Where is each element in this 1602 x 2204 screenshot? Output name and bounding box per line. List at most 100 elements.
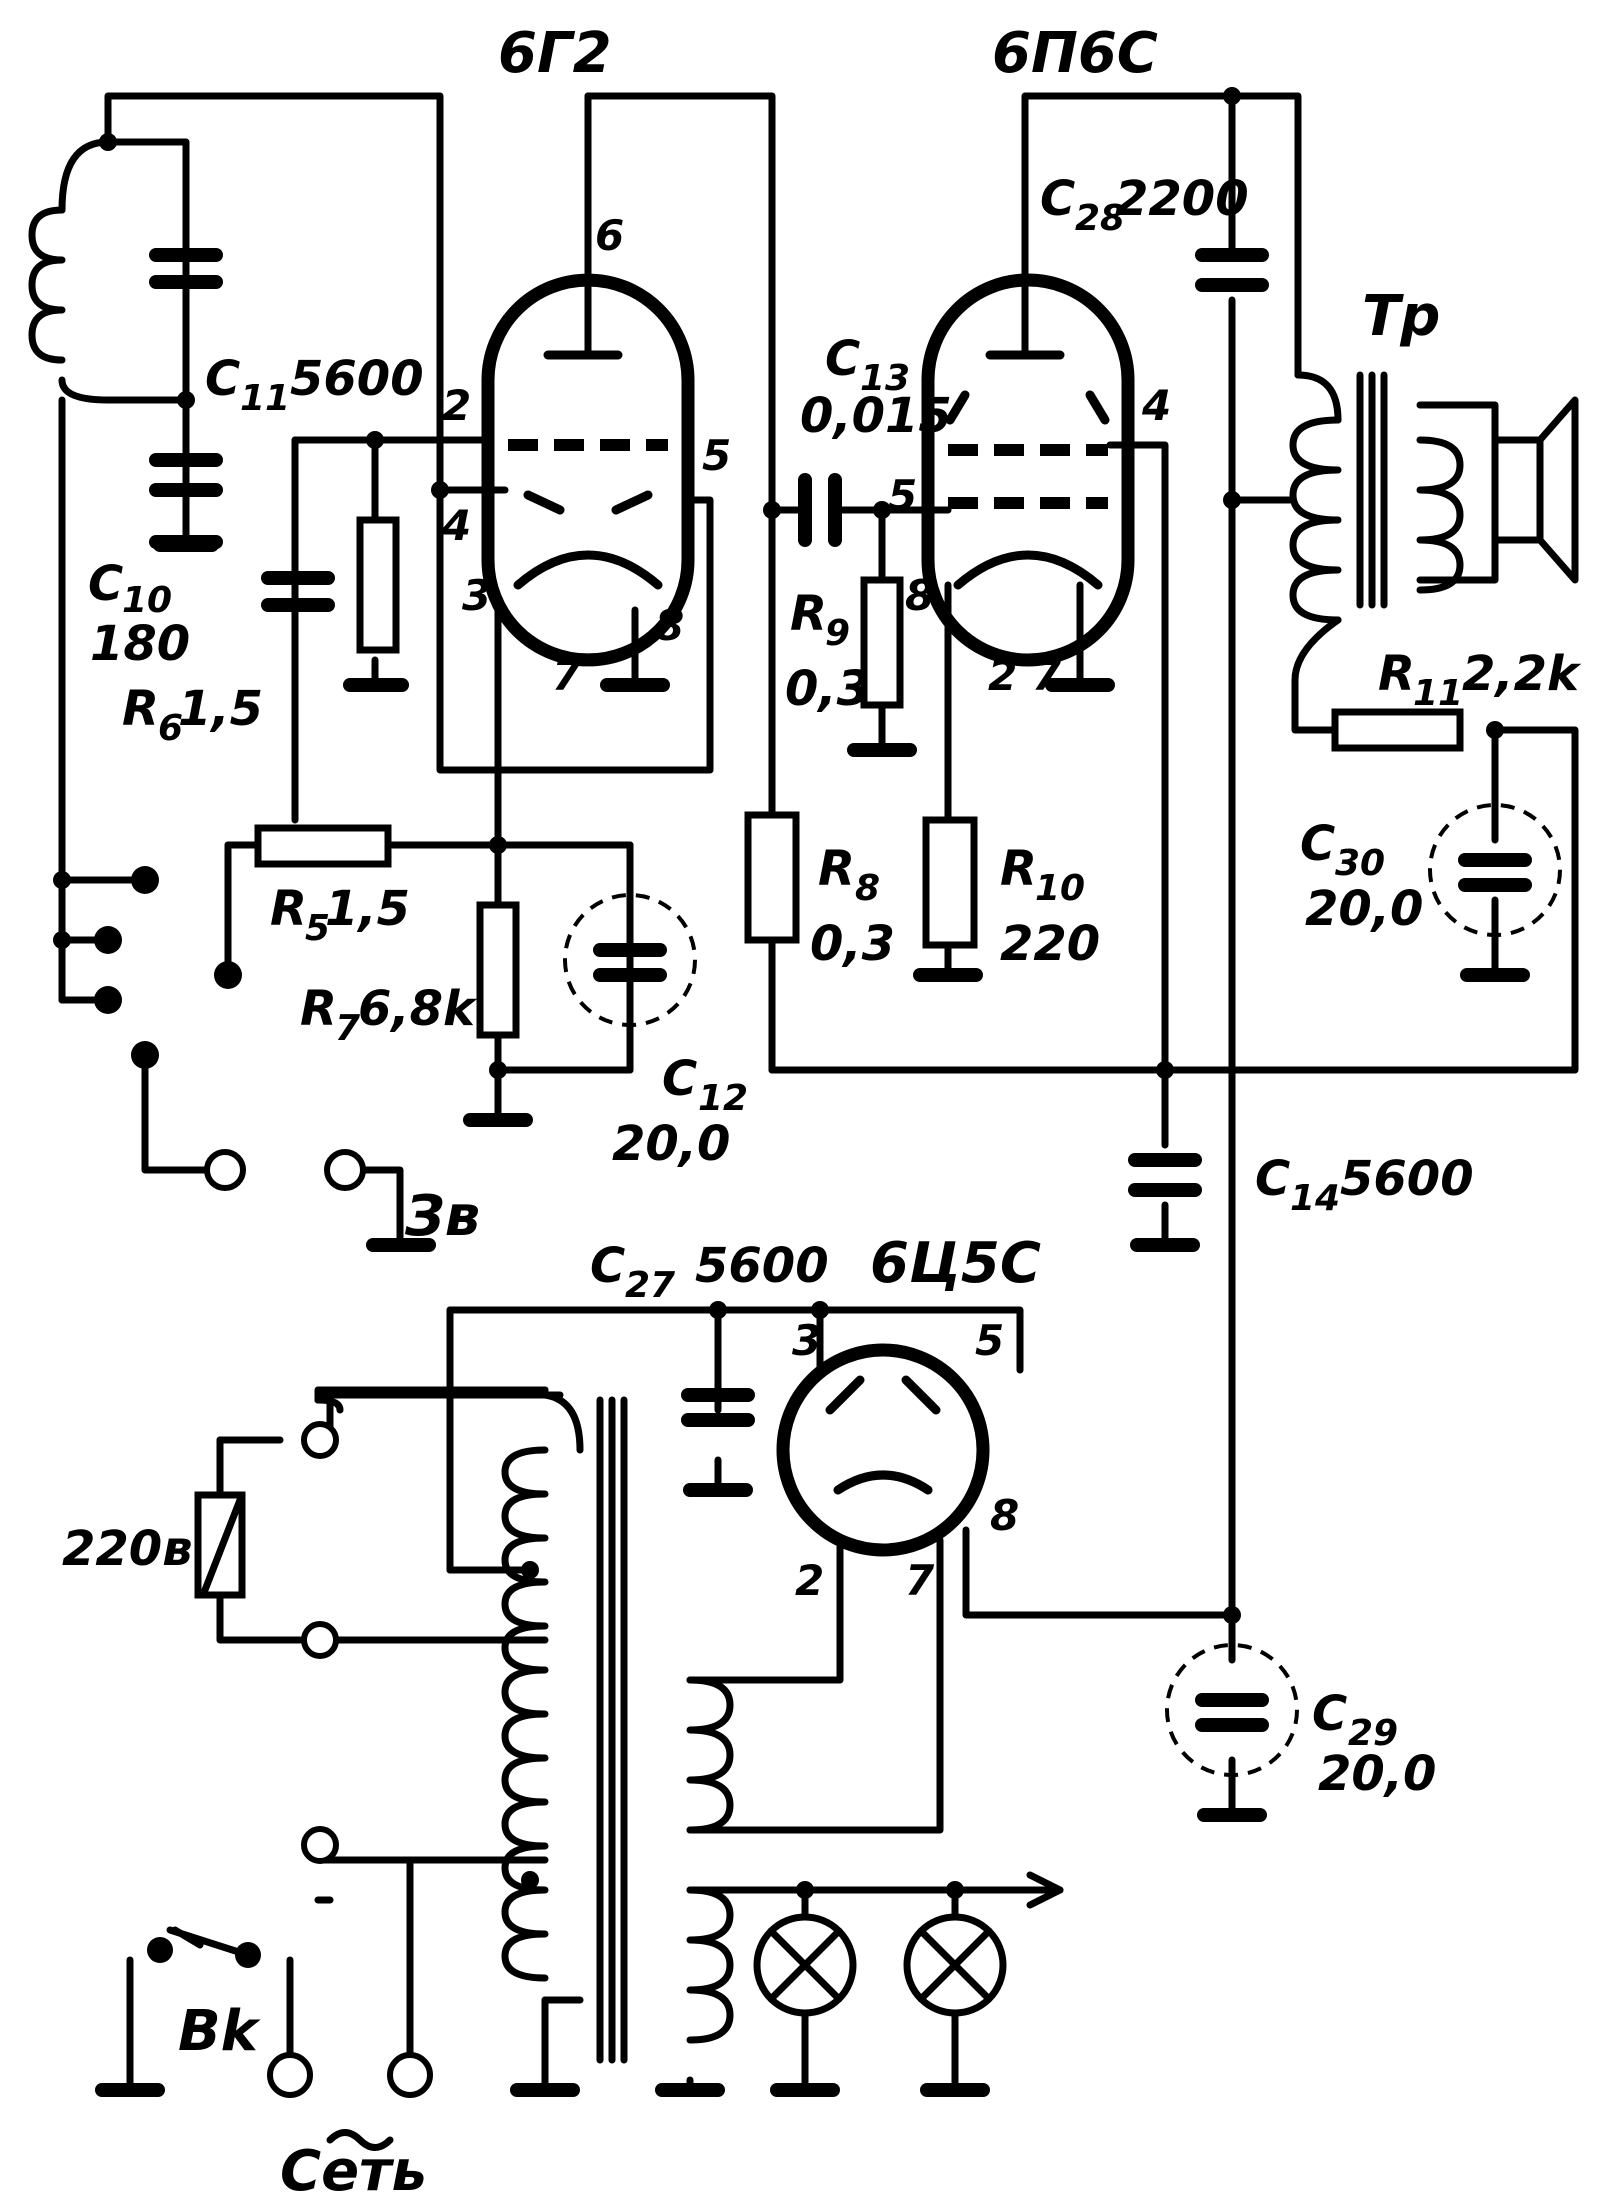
capacitor-c29 [1165, 1643, 1299, 1777]
capacitor-c28 [1195, 248, 1269, 292]
tube-6ts5s [776, 1343, 990, 1557]
r9-value: 0,3 [785, 661, 870, 717]
r5-value: 1,5 [325, 881, 410, 937]
c11-value: 5600 [290, 351, 424, 407]
tube-6g2 [481, 273, 695, 667]
r8-ref: R [818, 841, 855, 897]
c11-sub: 11 [240, 378, 290, 419]
tube-6g2-pin-4: 4 [441, 501, 471, 550]
heater-lamp-1 [753, 1913, 857, 2017]
resistor-r8 [744, 811, 800, 944]
tube-6p6s-pin-8: 8 [905, 571, 934, 620]
output-transformer [1289, 371, 1464, 624]
transformer-label: Tp [1362, 284, 1440, 349]
c10-ref: C [88, 556, 123, 612]
c12-ref: C [662, 1051, 697, 1107]
r6-ref: R [122, 681, 159, 737]
c29-ref: C [1312, 1686, 1347, 1742]
r5-ref: R [270, 881, 307, 937]
r9-ref: R [790, 586, 827, 642]
tube-6g2-pin-5: 5 [702, 431, 731, 480]
r8-value: 0,3 [810, 916, 895, 972]
c13-value: 0,015 [800, 388, 952, 444]
capacitor-top-left [149, 248, 223, 289]
tube-6g2-pin-8: 8 [655, 601, 684, 650]
switch-label: Bk [178, 1999, 262, 2064]
r11-value: 2,2k [1462, 646, 1582, 702]
c28-ref: C [1040, 171, 1075, 227]
resistor-r11 [1331, 708, 1464, 752]
c29-value: 20,0 [1318, 1746, 1436, 1802]
resistor-r5 [254, 824, 392, 868]
c27-value: 5600 [695, 1238, 829, 1294]
r11-sub: 11 [1413, 673, 1463, 714]
capacitor-c11 [261, 571, 335, 612]
tube-6ts5s-name: 6Ц5С [870, 1231, 1041, 1296]
tube-6p6s-name: 6П6С [992, 21, 1158, 86]
r6-sub: 6 [158, 708, 183, 749]
resistor-r9 [860, 576, 904, 709]
tube-6ts5s-pin-5: 5 [975, 1316, 1004, 1365]
ground-symbols [95, 538, 1530, 2097]
tube-6p6s-pin-7: 7 [1032, 651, 1062, 700]
c11-ref: C [205, 351, 240, 407]
tube-6ts5s-pin-7: 7 [905, 1556, 935, 1605]
c30-value: 20,0 [1305, 881, 1423, 937]
capacitor-c14 [1128, 1153, 1202, 1197]
c14-ref: C [1255, 1151, 1290, 1207]
r10-sub: 10 [1035, 868, 1085, 909]
tube-6ts5s-pin-2: 2 [795, 1556, 824, 1605]
r10-ref: R [1000, 841, 1037, 897]
tube-6p6s-pin-4: 4 [1141, 381, 1171, 430]
loudspeaker-icon [1491, 396, 1579, 584]
tube-6g2-pin-3: 3 [462, 571, 491, 620]
tube-6g2-pin-7: 7 [552, 651, 582, 700]
c10-value: 180 [90, 616, 190, 672]
tube-6g2-pin-2: 2 [442, 381, 471, 430]
resistor-r6 [356, 516, 400, 654]
r7-sub: 7 [335, 1008, 360, 1049]
c30-ref: C [1300, 816, 1335, 872]
c12-value: 20,0 [612, 1116, 730, 1172]
tube-6ts5s-pin-3: 3 [792, 1316, 821, 1365]
capacitor-c13 [798, 473, 842, 547]
c27-sub: 27 [625, 1265, 675, 1306]
arrow-icon [1026, 1871, 1064, 1909]
c28-value: 2200 [1115, 171, 1249, 227]
c13-sub: 13 [860, 358, 910, 399]
c27-ref: C [590, 1238, 625, 1294]
tube-6g2-name: 6Г2 [498, 21, 612, 86]
c29-sub: 29 [1348, 1713, 1398, 1754]
r7-ref: R [300, 981, 337, 1037]
r8-sub: 8 [855, 868, 880, 909]
c10-sub: 10 [122, 580, 172, 621]
c14-sub: 14 [1290, 1178, 1340, 1219]
capacitor-c30 [1428, 803, 1562, 937]
resistor-r10 [922, 816, 978, 949]
capacitor-c12 [563, 893, 697, 1027]
input-coil [28, 206, 66, 364]
r9-sub: 9 [825, 613, 850, 654]
c13-ref: C [825, 331, 860, 387]
tube-6p6s-pin-2: 2 [988, 651, 1017, 700]
c30-sub: 30 [1335, 843, 1385, 884]
power-transformer [501, 1396, 734, 2064]
mains-switch [166, 1926, 252, 1959]
heater-lamp-2 [903, 1913, 1007, 2017]
c28-sub: 28 [1075, 198, 1125, 239]
c14-value: 5600 [1340, 1151, 1474, 1207]
tube-6ts5s-pin-8: 8 [990, 1491, 1019, 1540]
tube-6p6s [921, 273, 1135, 667]
r5-sub: 5 [305, 908, 330, 949]
r7-value: 6,8k [358, 981, 478, 1037]
mains-voltage-label: 220в [62, 1521, 193, 1577]
terminals [53, 87, 1504, 2098]
r11-ref: R [1378, 646, 1415, 702]
r10-value: 220 [1000, 916, 1100, 972]
mains-label: Сеть [280, 2139, 427, 2204]
resistor-r7 [476, 901, 520, 1039]
r6-value: 1,5 [178, 681, 263, 737]
c12-sub: 12 [698, 1078, 748, 1119]
tube-6g2-pin-6: 6 [595, 211, 624, 260]
